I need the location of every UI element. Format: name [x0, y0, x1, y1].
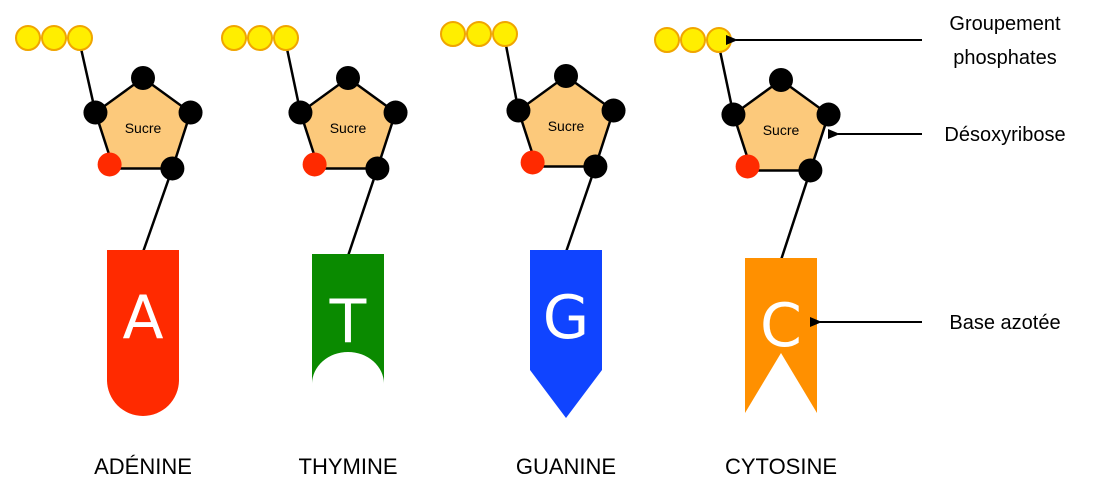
base-bond: [564, 166, 597, 253]
legend-base: Base azotée: [949, 312, 1060, 334]
base-letter: C: [760, 291, 802, 361]
carbon-atom: [288, 100, 313, 125]
carbon-atom: [721, 102, 746, 127]
base-letter: T: [329, 287, 367, 357]
sugar-label: Sucre: [548, 118, 585, 134]
phosphate-circle: [67, 25, 93, 51]
carbon-atom: [506, 98, 531, 123]
legend-phosphate-line1: Groupement: [949, 13, 1061, 35]
phosphate-circle: [41, 25, 67, 51]
phosphate-circle: [680, 27, 706, 53]
base-letter: G: [543, 283, 590, 353]
carbon-atom: [178, 100, 203, 125]
phosphate-circle: [706, 27, 732, 53]
base-shape: [745, 258, 817, 413]
base-name: CYTOSINE: [725, 454, 837, 477]
base-name: ADÉNINE: [94, 454, 192, 477]
carbon-atom: [601, 98, 626, 123]
carbon-atom: [769, 68, 793, 92]
carbon-atom: [383, 100, 408, 125]
base-shape: [107, 250, 179, 416]
phosphate-circle: [221, 25, 247, 51]
base-bond: [346, 168, 379, 257]
legend-phosphate-line2: phosphates: [953, 47, 1056, 69]
carbon-atom: [365, 156, 390, 181]
phosphate-circle: [273, 25, 299, 51]
carbon-atom: [798, 158, 823, 183]
base-shape: [312, 254, 384, 384]
legend: Groupement phosphates Désoxyribose Base …: [726, 13, 1066, 334]
phosphate-circle: [247, 25, 273, 51]
phosphate-circle: [15, 25, 41, 51]
base-name: GUANINE: [516, 454, 616, 477]
base-shape: [530, 250, 602, 418]
carbon-atom: [83, 100, 108, 125]
base-bond: [141, 168, 174, 253]
carbon-atom: [816, 102, 841, 127]
carbon-atom: [583, 154, 608, 179]
legend-sugar: Désoxyribose: [944, 124, 1065, 146]
sugar-label: Sucre: [330, 120, 367, 136]
carbon-atom: [336, 66, 360, 90]
carbon-atom: [554, 64, 578, 88]
phosphate-circle: [466, 21, 492, 47]
carbon-atom: [160, 156, 185, 181]
oxygen-atom: [97, 152, 122, 177]
base-bond: [779, 170, 812, 261]
base-letter: A: [122, 283, 163, 353]
phosphate-circle: [440, 21, 466, 47]
phosphate-circle: [654, 27, 680, 53]
phosphate-circle: [492, 21, 518, 47]
sugar-label: Sucre: [763, 122, 800, 138]
base-name: THYMINE: [299, 454, 398, 477]
oxygen-atom: [735, 154, 760, 179]
sugar-label: Sucre: [125, 120, 162, 136]
carbon-atom: [131, 66, 155, 90]
oxygen-atom: [302, 152, 327, 177]
oxygen-atom: [520, 150, 545, 175]
